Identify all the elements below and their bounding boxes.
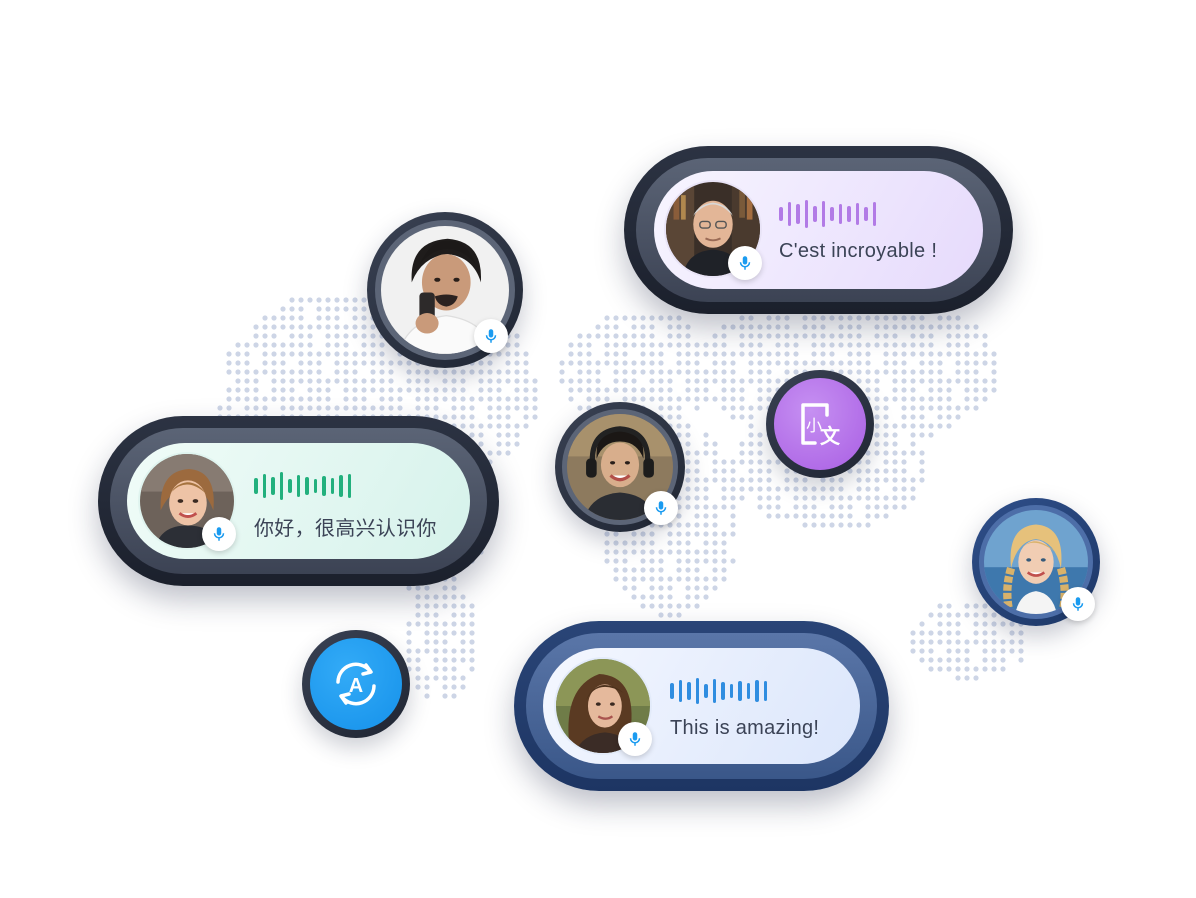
wave-bar xyxy=(347,474,351,498)
svg-text:文: 文 xyxy=(820,424,841,448)
wave-bar xyxy=(330,478,334,494)
audio-waveform xyxy=(254,470,351,502)
avatar-woman-curly xyxy=(554,657,652,755)
wave-bar xyxy=(262,474,266,498)
wave-bar xyxy=(305,477,309,495)
wave-bar xyxy=(279,472,283,500)
avatar-man-headphones[interactable] xyxy=(555,402,685,532)
wave-bar xyxy=(755,680,759,702)
audio-waveform xyxy=(779,198,876,230)
bubble-caption: 你好，很高兴认识你 xyxy=(254,516,437,540)
wave-bar xyxy=(813,206,817,222)
bubble-caption: C'est incroyable ! xyxy=(779,240,938,262)
wave-bar xyxy=(712,679,716,703)
microphone-icon xyxy=(728,246,762,280)
wave-bar xyxy=(738,681,742,701)
microphone-icon xyxy=(644,491,678,525)
microphone-icon xyxy=(202,517,236,551)
avatar-man-phone[interactable] xyxy=(367,212,523,368)
wave-bar xyxy=(670,683,674,699)
wave-bar xyxy=(704,684,708,698)
wave-bar xyxy=(678,680,682,702)
bubble-caption: This is amazing! xyxy=(670,717,820,739)
wave-bar xyxy=(838,204,842,224)
microphone-icon xyxy=(474,319,508,353)
wave-bar xyxy=(787,202,791,226)
wave-bar xyxy=(296,475,300,497)
avatar-girl-braids[interactable] xyxy=(972,498,1100,626)
wave-bar xyxy=(721,682,725,700)
speech-bubble-english[interactable]: This is amazing! xyxy=(514,621,889,791)
wave-bar xyxy=(746,683,750,699)
wave-bar xyxy=(687,682,691,700)
wave-bar xyxy=(763,681,767,701)
wave-bar xyxy=(339,475,343,497)
wave-bar xyxy=(254,478,258,494)
microphone-icon xyxy=(618,722,652,756)
wave-bar xyxy=(695,678,699,704)
wave-bar xyxy=(729,684,733,698)
wave-bar xyxy=(313,479,317,493)
wave-bar xyxy=(872,202,876,226)
microphone-icon xyxy=(1061,587,1095,621)
speech-bubble-french[interactable]: C'est incroyable ! xyxy=(624,146,1013,314)
svg-text:A: A xyxy=(349,675,363,697)
audio-waveform xyxy=(670,675,767,707)
svg-text:小: 小 xyxy=(806,416,822,435)
wave-bar xyxy=(821,201,825,227)
translate-glyph: 小 文 xyxy=(801,403,841,448)
swap-glyph: A xyxy=(336,662,376,706)
wave-bar xyxy=(796,204,800,224)
translate-icon[interactable]: 小 文 xyxy=(766,370,874,478)
wave-bar xyxy=(271,477,275,495)
wave-bar xyxy=(779,207,783,221)
speech-bubble-chinese[interactable]: 你好，很高兴认识你 xyxy=(98,416,499,586)
wave-bar xyxy=(288,479,292,493)
wave-bar xyxy=(830,207,834,221)
language-swap-icon[interactable]: A xyxy=(302,630,410,738)
wave-bar xyxy=(864,207,868,221)
wave-bar xyxy=(855,203,859,225)
wave-bar xyxy=(847,206,851,222)
wave-bar xyxy=(804,200,808,228)
wave-bar xyxy=(322,476,326,496)
